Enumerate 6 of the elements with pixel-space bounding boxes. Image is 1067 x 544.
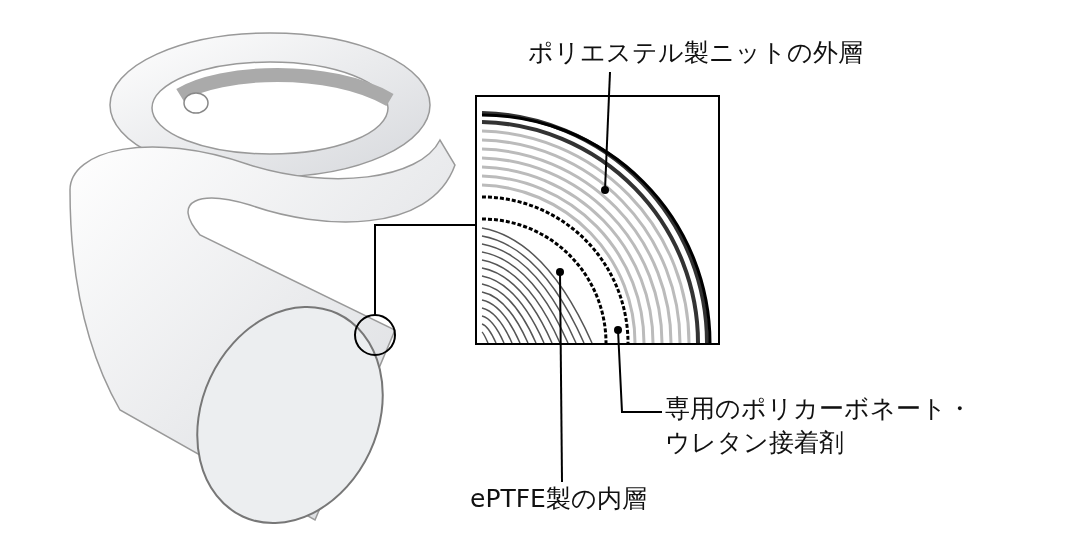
tube-drawing	[69, 32, 456, 524]
connector-line	[374, 224, 476, 316]
connector-line	[614, 326, 663, 413]
connector-line	[556, 268, 564, 483]
connector-line	[601, 71, 611, 194]
magnifier-circle	[354, 314, 396, 356]
